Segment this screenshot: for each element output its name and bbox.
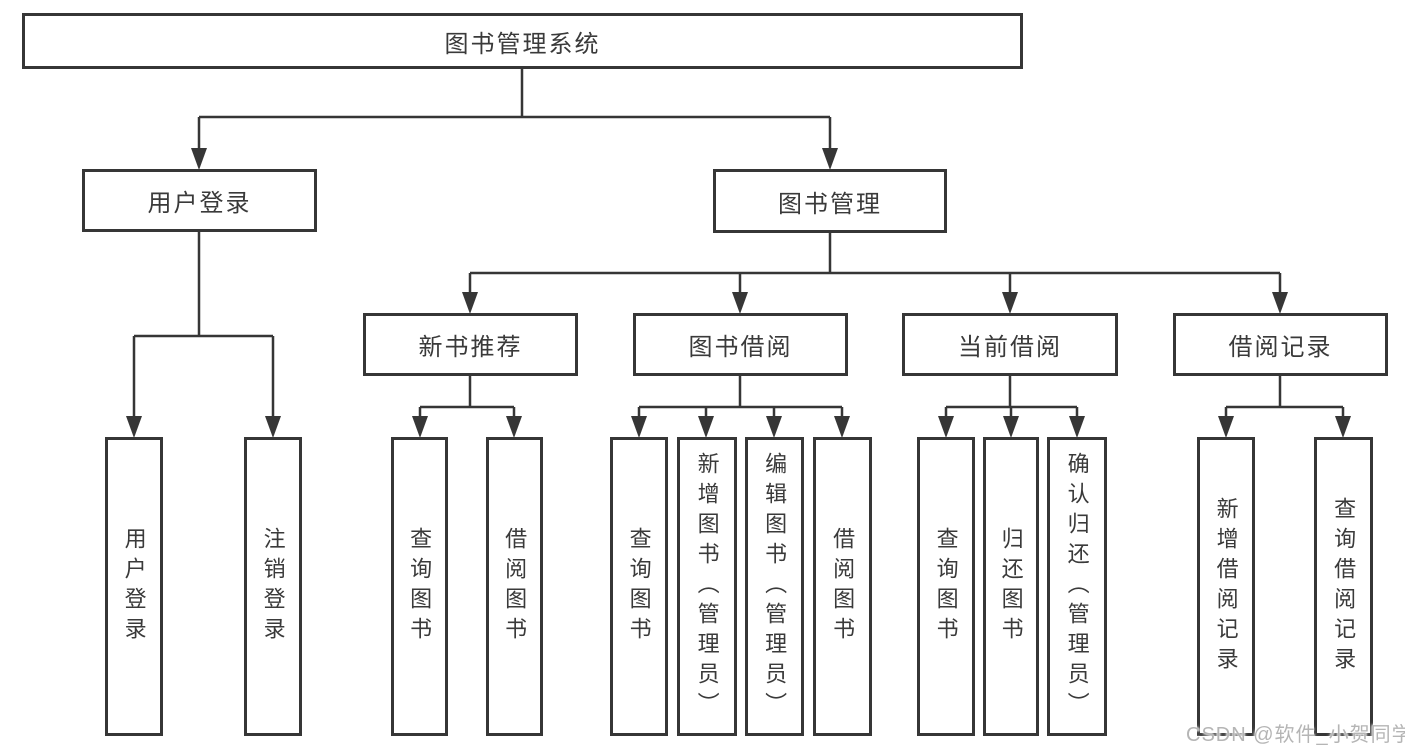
node-label: 借阅图书 [502,526,528,647]
leaf-logout: 注销登录 [244,437,302,736]
node-label: 新增图书（管理员） [694,451,720,722]
leaf-borrow-books: 借阅图书 [813,437,872,736]
leaf-add-book-admin: 新增图书（管理员） [677,437,737,736]
tree-edges [132,68,1345,418]
node-label: 归还图书 [998,526,1024,647]
node-system-root: 图书管理系统 [22,13,1023,69]
node-label: 编辑图书（管理员） [762,451,788,722]
node-label: 借阅记录 [1228,334,1333,361]
leaf-confirm-return-admin: 确认归还（管理员） [1047,437,1107,736]
node-book-borrowing: 图书借阅 [633,313,848,376]
csdn-watermark: CSDN @软件_小贺同学 [1186,724,1405,746]
arrowheads [126,148,1351,438]
leaf-query-books-recommend: 查询图书 [391,437,448,736]
node-new-book-recommend: 新书推荐 [363,313,578,376]
node-label: 图书借阅 [688,334,793,361]
node-label: 确认归还（管理员） [1064,451,1090,722]
node-borrowing-records: 借阅记录 [1173,313,1388,376]
node-current-borrowing: 当前借阅 [902,313,1118,376]
node-label: 用户登录 [121,526,147,647]
node-label: 注销登录 [260,526,286,647]
node-label: 新增借阅记录 [1213,496,1239,677]
leaf-query-books-borrowing: 查询图书 [610,437,668,736]
leaf-query-borrow-record: 查询借阅记录 [1314,437,1373,736]
node-book-management: 图书管理 [713,169,947,233]
node-label: 图书管理系统 [444,30,601,58]
node-user-login: 用户登录 [82,169,317,232]
node-label: 查询图书 [407,526,433,647]
node-label: 图书管理 [778,190,882,218]
node-label: 借阅图书 [830,526,856,647]
leaf-add-borrow-record: 新增借阅记录 [1197,437,1255,736]
node-label: 查询图书 [933,526,959,647]
node-label: 用户登录 [147,190,252,217]
leaf-user-login: 用户登录 [105,437,163,736]
leaf-return-books: 归还图书 [983,437,1039,736]
leaf-borrow-books-recommend: 借阅图书 [486,437,543,736]
node-label: 当前借阅 [958,334,1062,361]
node-label: 新书推荐 [418,334,523,361]
node-label: 查询图书 [626,526,652,647]
node-label: 查询借阅记录 [1331,496,1357,677]
leaf-edit-book-admin: 编辑图书（管理员） [745,437,804,736]
leaf-query-books-current: 查询图书 [917,437,975,736]
